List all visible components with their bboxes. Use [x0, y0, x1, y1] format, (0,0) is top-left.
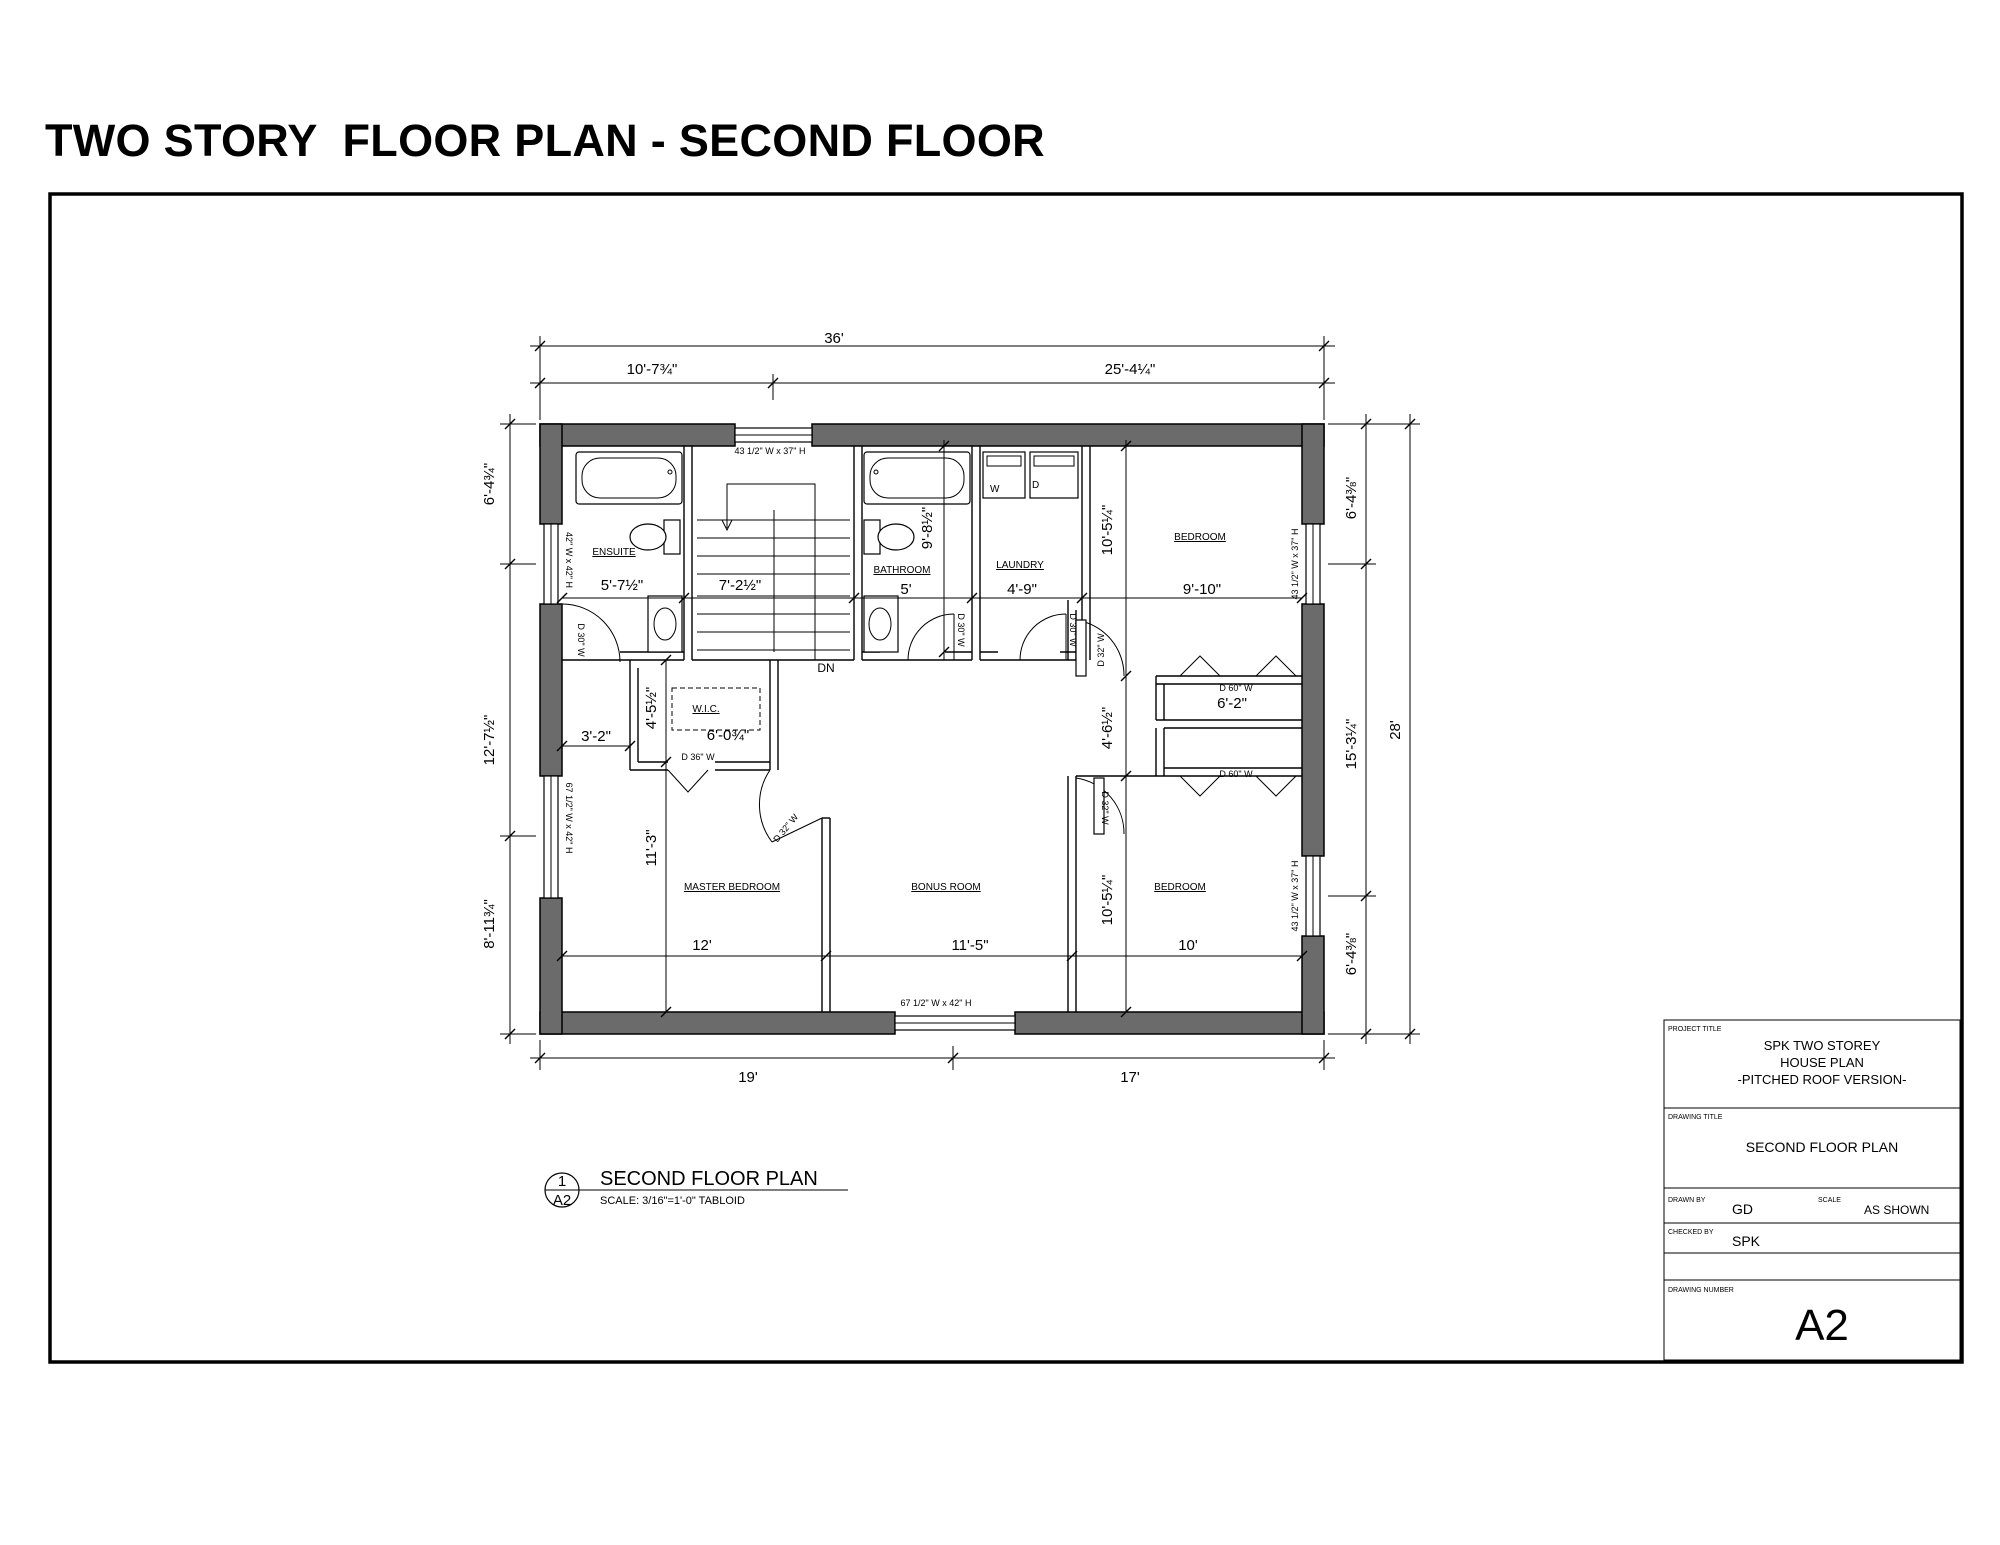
door-closet-lower-label: D 60" W: [1219, 769, 1253, 779]
door-master-label: D 32" W: [771, 812, 800, 844]
dim-bath-w: 5': [900, 581, 911, 598]
drawn-by-label: DRAWN BY: [1668, 1197, 1706, 1204]
dim-bed2-w: 10': [1178, 937, 1198, 954]
dim-bottom-right: 17': [1120, 1069, 1140, 1086]
dim-left-bottom: 8'-11¾": [481, 899, 498, 949]
room-bonus: BONUS ROOM: [911, 882, 980, 893]
dim-wic-w: 6'-0¾": [707, 727, 749, 744]
window-openings: [543, 427, 1321, 1031]
door-wic-label: D 36" W: [681, 752, 715, 762]
stair-down-label: DN: [817, 661, 834, 675]
door-closet-upper-label: D 60" W: [1219, 683, 1253, 693]
drawing-title-label: DRAWING TITLE: [1668, 1114, 1723, 1121]
window-bottom-label: 67 1/2" W x 42" H: [901, 998, 972, 1008]
dim-corridor-w: 3'-2": [581, 728, 611, 745]
dim-top-right: 25'-4¼": [1105, 361, 1156, 378]
room-ensuite: ENSUITE: [592, 547, 636, 558]
project-title-label: PROJECT TITLE: [1668, 1026, 1722, 1033]
dim-left-mid: 12'-7½": [481, 715, 498, 766]
dim-overall-top: 36': [824, 330, 844, 347]
checked-by-value: SPK: [1732, 1233, 1761, 1249]
dim-bed1-w: 9'-10": [1183, 581, 1221, 598]
dim-bed1-h: 10'-5¼": [1099, 505, 1116, 556]
wic-shelf: [671, 687, 761, 731]
door-bed2-label: D 32" W: [1100, 791, 1110, 825]
title-block: PROJECT TITLE SPK TWO STOREY HOUSE PLAN …: [1663, 1019, 1961, 1361]
washer-label: W: [990, 484, 1000, 495]
project-line-3: -PITCHED ROOF VERSION-: [1737, 1072, 1906, 1087]
dim-bottom-left: 19': [738, 1069, 758, 1086]
dim-right-mid: 15'-3¼": [1343, 719, 1360, 770]
dim-bonus-w: 11'-5": [951, 937, 988, 954]
dim-wic-h: 4'-5½": [643, 687, 660, 729]
dimension-lines: [500, 336, 1420, 1070]
dimension-labels: 36' 10'-7¾" 25'-4¼" 19' 17' 6'-4¾" 12'-7…: [481, 330, 1404, 1086]
door-bathroom-label: D 30" W: [956, 613, 966, 647]
dim-top-left: 10'-7¾": [627, 361, 678, 378]
door-swings: [561, 603, 1297, 843]
dim-stair-w: 7'-2½": [719, 577, 761, 594]
dim-right-top: 6'-4⅜": [1343, 477, 1360, 519]
staircase: [697, 483, 850, 660]
dryer-label: D: [1032, 480, 1039, 491]
dim-laundry-w: 4'-9": [1007, 581, 1037, 598]
window-right-lower-label: 43 1/2" W x 37" H: [1290, 861, 1300, 932]
window-left-upper-label: 42" W x 42" H: [564, 532, 574, 588]
dim-right-bottom: 6'-4⅜": [1343, 933, 1360, 975]
dim-overall-right: 28': [1387, 720, 1404, 740]
window-top-label: 43 1/2" W x 37" H: [735, 446, 806, 456]
room-labels: ENSUITE BATHROOM LAUNDRY BEDROOM W.I.C. …: [592, 480, 1226, 893]
room-laundry: LAUNDRY: [996, 560, 1044, 571]
dim-closet-h: 4'-6½": [1099, 707, 1116, 749]
drawing-number-label: DRAWING NUMBER: [1668, 1287, 1734, 1294]
plumbing-fixtures: [575, 451, 1079, 653]
dim-bed2-h: 10'-5¼": [1099, 875, 1116, 926]
window-right-upper-label: 43 1/2" W x 37" H: [1290, 529, 1300, 600]
door-bed1-label: D 32" W: [1096, 633, 1106, 667]
window-left-lower-label: 67 1/2" W x 42" H: [564, 783, 574, 854]
door-laundry-label: D 30" W: [1068, 613, 1078, 647]
dim-master-w: 12': [692, 937, 712, 954]
room-bedroom-2: BEDROOM: [1154, 882, 1206, 893]
room-master: MASTER BEDROOM: [684, 882, 780, 893]
project-line-2: HOUSE PLAN: [1780, 1055, 1864, 1070]
drawn-by-value: GD: [1732, 1201, 1753, 1217]
dim-closet-w: 6'-2": [1217, 695, 1247, 712]
drawing-label-sheet: A2: [553, 1192, 571, 1209]
project-line-1: SPK TWO STOREY: [1764, 1038, 1881, 1053]
dim-left-top: 6'-4¾": [481, 463, 498, 505]
window-labels: 43 1/2" W x 37" H 67 1/2" W x 42" H 42" …: [564, 446, 1300, 1008]
drawing-label-scale: SCALE: 3/16"=1'-0" TABLOID: [600, 1195, 745, 1207]
dim-master-h: 11'-3": [643, 829, 660, 866]
sheet-border: [48, 192, 1964, 1364]
scale-value: AS SHOWN: [1864, 1203, 1929, 1217]
checked-by-label: CHECKED BY: [1668, 1229, 1714, 1236]
room-bedroom-1: BEDROOM: [1174, 532, 1226, 543]
drawing-title-value: SECOND FLOOR PLAN: [1746, 1139, 1898, 1155]
sheet-title: TWO STORY FLOOR PLAN - SECOND FLOOR: [45, 115, 1045, 166]
scale-label: SCALE: [1818, 1197, 1841, 1204]
exterior-walls: [539, 423, 1325, 1035]
dim-ensuite-w: 5'-7½": [601, 577, 643, 594]
drawing-label: 1 A2 SECOND FLOOR PLAN SCALE: 3/16"=1'-0…: [544, 1168, 848, 1209]
drawing-label-title: SECOND FLOOR PLAN: [600, 1168, 818, 1190]
dim-bath-h: 9'-8½": [919, 507, 936, 549]
room-wic: W.I.C.: [692, 704, 719, 715]
drawing-label-number: 1: [558, 1173, 566, 1190]
room-bathroom: BATHROOM: [873, 565, 930, 576]
drawing-number-value: A2: [1795, 1301, 1849, 1350]
door-ensuite-label: D 30" W: [576, 623, 586, 657]
